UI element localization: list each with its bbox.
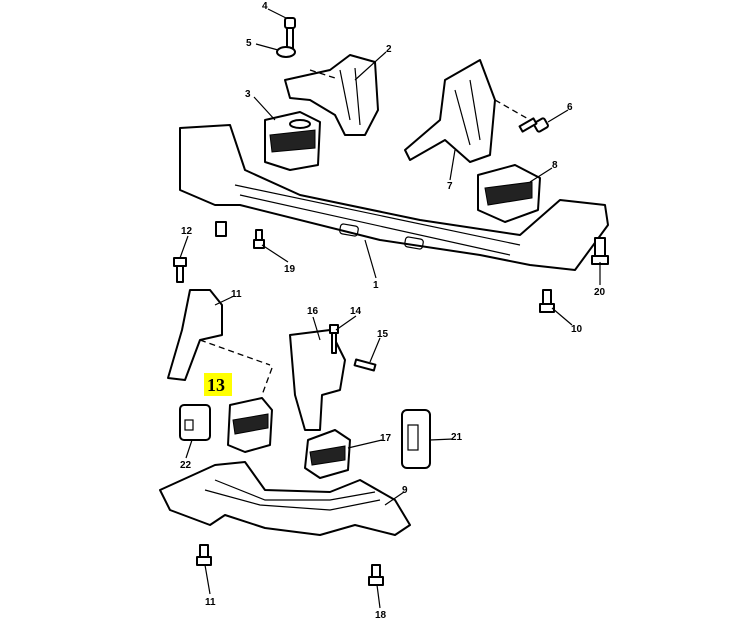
bolt-19 <box>253 229 265 249</box>
bolt-20 <box>591 237 609 265</box>
callout-8: 8 <box>552 160 558 171</box>
bolt-6 <box>518 117 549 133</box>
callout-5: 5 <box>246 38 252 49</box>
callout-14-upper: 12 <box>181 226 193 237</box>
callout-6: 6 <box>567 102 573 113</box>
mount-13 <box>227 397 273 453</box>
callout-18: 18 <box>375 610 387 619</box>
callout-10: 9 <box>402 485 408 496</box>
callout-15: 15 <box>377 329 389 340</box>
callout-11: 11 <box>205 597 216 608</box>
callout-13-highlighted: 13 <box>204 373 232 396</box>
insulator-21 <box>401 409 431 469</box>
mount-8 <box>477 164 541 223</box>
callout-16: 16 <box>307 306 319 317</box>
callout-22: 22 <box>180 460 192 471</box>
callout-1: 1 <box>373 280 379 291</box>
callout-21: 21 <box>451 432 463 443</box>
bolt-18 <box>368 564 384 586</box>
callout-3: 3 <box>245 89 251 100</box>
callout-7: 7 <box>447 181 453 192</box>
callout-14-lower: 14 <box>350 306 362 317</box>
callout-4: 4 <box>262 1 268 12</box>
insulator-22 <box>179 404 211 441</box>
front-crossmember-1 <box>179 124 609 271</box>
bracket-2 <box>284 54 379 136</box>
svg-text:13: 13 <box>207 375 225 395</box>
bolt-crossmember <box>215 221 227 237</box>
callout-9: 10 <box>571 324 583 335</box>
bolt-9 <box>539 289 555 313</box>
callout-20: 20 <box>594 287 606 298</box>
callout-19: 19 <box>284 264 296 275</box>
bolt-11 <box>196 544 212 566</box>
callout-17: 17 <box>380 433 392 444</box>
mount-3 <box>264 111 321 171</box>
rear-crossmember-10 <box>159 461 411 536</box>
callout-12: 11 <box>231 289 242 300</box>
bracket-12 <box>167 289 223 381</box>
mount-17 <box>304 429 351 479</box>
washer-5 <box>276 46 296 58</box>
bolt-15 <box>353 358 377 372</box>
bolt-14-upper <box>173 257 187 283</box>
bolt-4 <box>284 17 296 49</box>
bracket-7 <box>404 59 496 163</box>
callout-2: 2 <box>386 44 392 55</box>
